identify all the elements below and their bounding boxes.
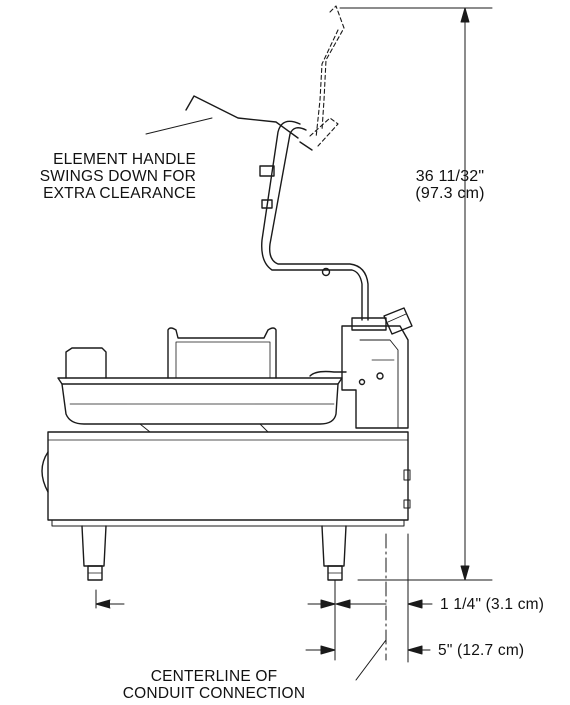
centerline-note-label: CENTERLINE OF CONDUIT CONNECTION [64,668,364,702]
element-handle-lowered [185,95,369,321]
fryer-legs [81,525,347,581]
fryer-cabinet [41,431,411,527]
conduit-offset-label: 1 1/4" (3.1 cm) [440,596,545,613]
centerline-note-line-2: CONDUIT CONNECTION [122,685,306,702]
height-dimension-label: 36 11/32" (97.3 cm) [380,168,520,202]
handle-note-line-1: ELEMENT HANDLE [53,151,196,168]
handle-note-leader [145,117,213,135]
leg-offset-label: 5" (12.7 cm) [438,642,525,659]
height-dimension [339,7,493,581]
handle-note-label: ELEMENT HANDLE SWINGS DOWN FOR EXTRA CLE… [20,151,196,202]
bottom-dimensions [95,533,433,663]
height-imperial: 36 11/32" [415,168,485,185]
fry-pot [57,377,343,433]
handle-note-line-2: SWINGS DOWN FOR [39,168,196,185]
height-metric: (97.3 cm) [415,185,485,202]
centerline-leader [355,639,387,681]
centerline-note-line-1: CENTERLINE OF [150,668,278,685]
handle-note-line-3: EXTRA CLEARANCE [43,185,196,202]
fry-basket-handles [65,327,277,379]
element-control-head [309,307,413,429]
element-handle-raised-dashed [309,5,345,147]
